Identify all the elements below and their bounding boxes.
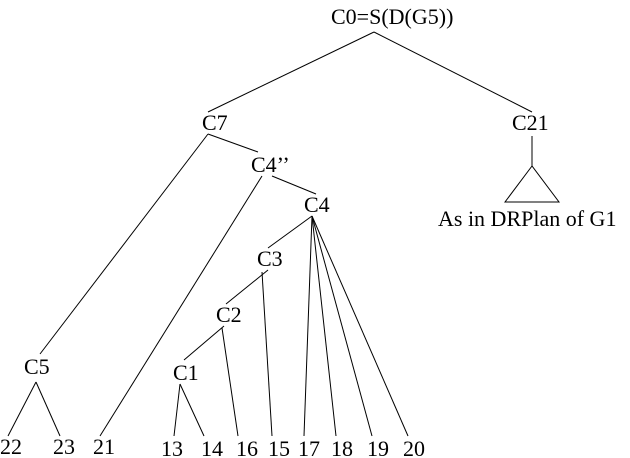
node-c4pp-label: C4’’ [251, 152, 290, 177]
node-c3-label: C3 [257, 246, 283, 271]
edge-c4pp-c4 [271, 175, 317, 195]
node-c0-label: C0=S(D(G5)) [331, 4, 453, 29]
edge-c4-18 [311, 215, 337, 437]
leaf-20-label: 20 [403, 436, 425, 458]
leaf-15-label: 15 [268, 436, 290, 458]
edge-c4-17 [303, 215, 313, 437]
edge-c5-22 [7, 381, 37, 437]
edge-c1-14 [179, 383, 205, 437]
node-c1-label: C1 [173, 360, 199, 385]
edge-c0-c21 [373, 31, 533, 113]
leaf-19-label: 19 [367, 436, 389, 458]
leaf-14-label: 14 [201, 436, 223, 458]
node-c21-label: C21 [512, 110, 549, 135]
edge-c7-c5 [39, 133, 209, 355]
edge-c3-15 [261, 271, 273, 437]
leaf-13-label: 13 [161, 436, 183, 458]
leaf-21-label: 21 [93, 434, 115, 458]
leaf-18-label: 18 [331, 436, 353, 458]
node-c4-label: C4 [304, 192, 330, 217]
edge-c7-c4pp [207, 133, 259, 153]
edge-c1-13 [173, 383, 181, 437]
edge-c3-c2 [225, 269, 269, 305]
node-labels: C0=S(D(G5)) C7 C21 C4’’ C4 C3 C2 C1 C5 A… [24, 4, 616, 385]
edge-c5-23 [35, 381, 61, 437]
edge-c4-19 [311, 215, 373, 437]
leaf-16-label: 16 [236, 436, 258, 458]
leaf-23-label: 23 [53, 434, 75, 458]
subtree-triangle [504, 165, 560, 203]
node-c5-label: C5 [24, 354, 50, 379]
edge-c2-c1 [183, 325, 225, 361]
node-c7-label: C7 [202, 110, 228, 135]
edge-c4-20 [311, 215, 409, 437]
drplan-note: As in DRPlan of G1 [438, 206, 616, 231]
edge-c0-c7 [207, 31, 375, 113]
leaf-22-label: 22 [0, 434, 22, 458]
edge-c4-c3 [267, 215, 313, 249]
leaf-labels: 22 23 21 13 14 16 15 17 18 19 20 [0, 434, 425, 458]
node-c2-label: C2 [216, 302, 242, 327]
edge-c2-16 [221, 327, 239, 437]
edge-c4pp-21 [99, 175, 263, 437]
leaf-17-label: 17 [298, 436, 320, 458]
tree-edges [7, 31, 560, 437]
